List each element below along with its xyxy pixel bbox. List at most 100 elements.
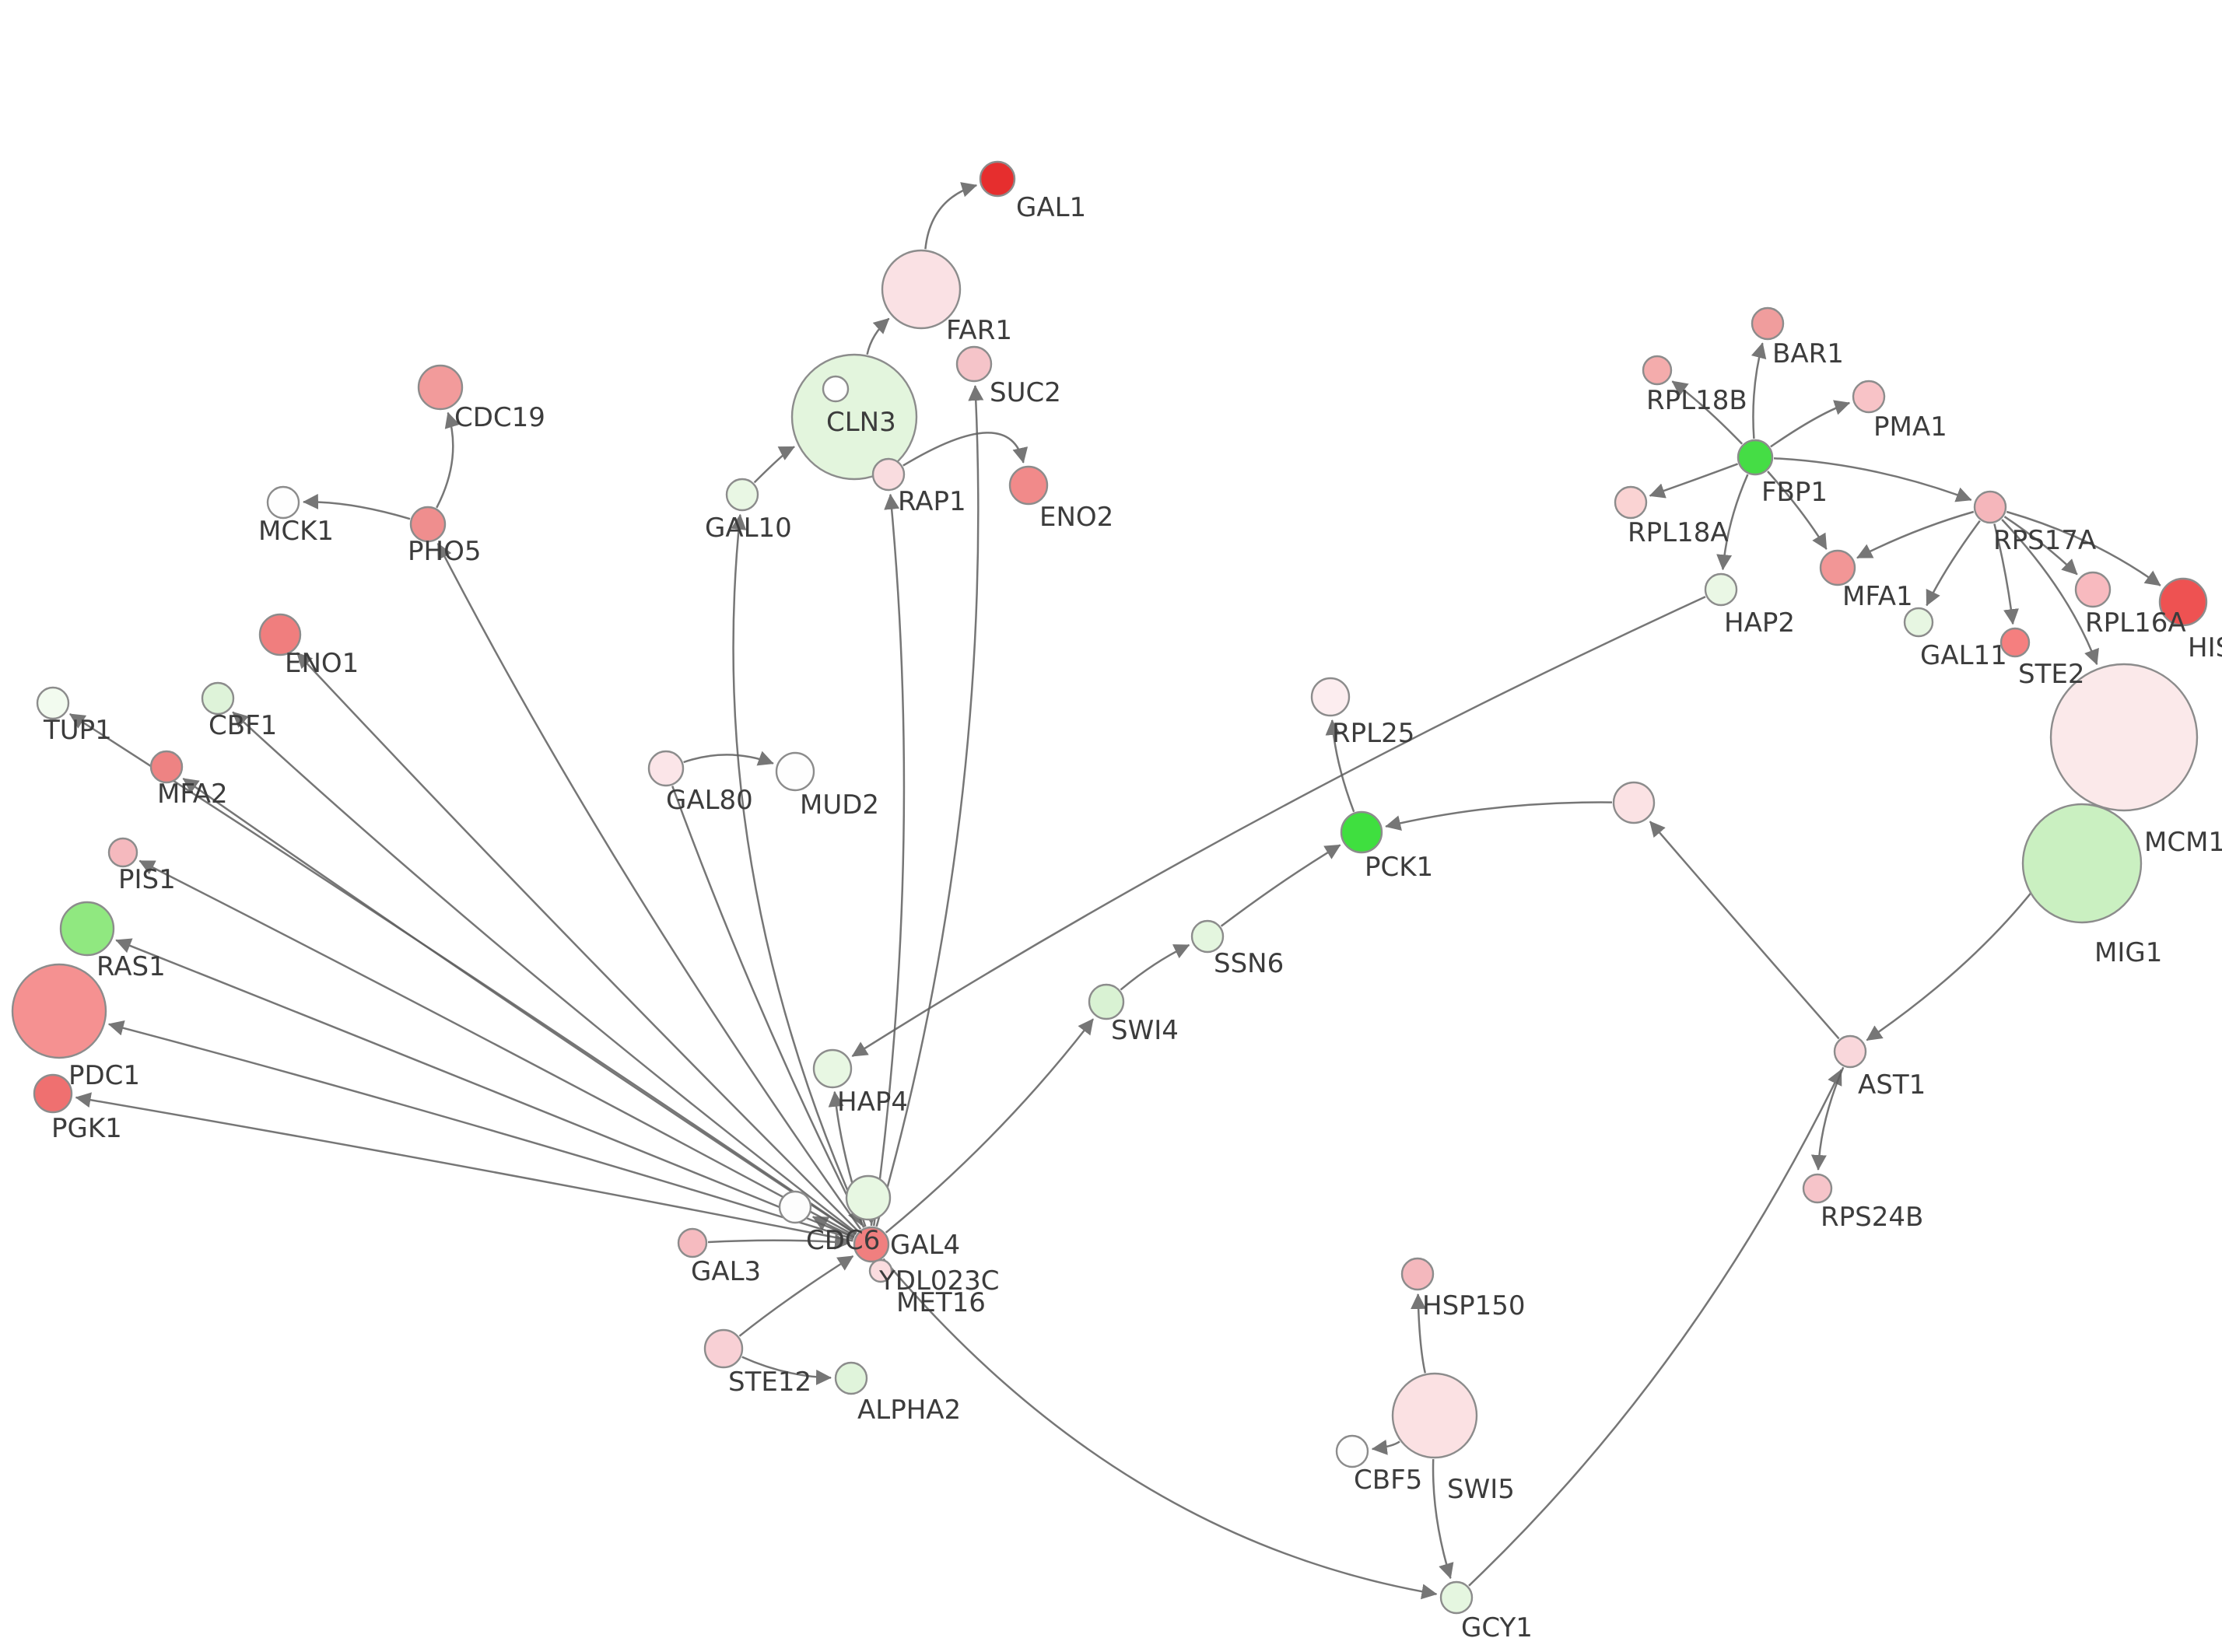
edge-SWI5-CBF5[interactable]: [1371, 1439, 1400, 1455]
gene-node-MIG1[interactable]: [2021, 803, 2143, 924]
edge-RPS17A-MFA1[interactable]: [1856, 510, 1975, 559]
gene-node-HSP150[interactable]: [1400, 1257, 1435, 1291]
edge-FBP1-RPL18A[interactable]: [1649, 463, 1739, 499]
edge-GAL80-MUD2[interactable]: [683, 751, 774, 766]
gene-node-BAR1[interactable]: [1751, 306, 1785, 341]
edge-SWI4-SSN6[interactable]: [1120, 943, 1190, 991]
gene-node-CBF1[interactable]: [201, 681, 235, 716]
edge-GAL4-SWI4[interactable]: [885, 1018, 1094, 1234]
edge-GAL4-PDC1[interactable]: [107, 1020, 854, 1241]
edge-AST1-UNL2[interactable]: [1649, 821, 1840, 1040]
edge-FBP1-RPL18B[interactable]: [1671, 380, 1744, 445]
edge-PHO5-CDC19[interactable]: [436, 411, 460, 509]
edge-FBP1-PMA1[interactable]: [1770, 400, 1851, 448]
edge-RPS17A-MCM1[interactable]: [2001, 519, 2099, 666]
gene-node-PHO5[interactable]: [409, 506, 447, 543]
gene-node-RAP1[interactable]: [871, 457, 906, 492]
gene-node-PMA1[interactable]: [1852, 380, 1886, 414]
gene-node-ENO1[interactable]: [258, 613, 302, 656]
gene-node-CBF5[interactable]: [1335, 1434, 1369, 1468]
gene-node-HAP2[interactable]: [1704, 572, 1738, 607]
edge-GAL4-PHO5[interactable]: [436, 542, 862, 1230]
edge-GAL4-PIS1[interactable]: [138, 859, 856, 1237]
edge-GCY1-AST1[interactable]: [1468, 1069, 1842, 1587]
gene-node-UNL1[interactable]: [822, 375, 850, 403]
gene-node-CDC6[interactable]: [778, 1190, 812, 1224]
gene-node-STE2[interactable]: [1999, 627, 2031, 658]
edge-PCK1-RPL25[interactable]: [1325, 719, 1355, 813]
gene-node-CDC19[interactable]: [417, 364, 464, 411]
gene-node-GAL4[interactable]: [853, 1226, 890, 1263]
gene-node-HAP4[interactable]: [812, 1048, 853, 1089]
gene-node-PIS1[interactable]: [107, 837, 138, 868]
gene-node-PCK1[interactable]: [1340, 810, 1383, 854]
edge-GAL4-PGK1[interactable]: [75, 1092, 853, 1242]
gene-node-GAL11[interactable]: [1903, 607, 1934, 638]
edge-GAL4-RAS1[interactable]: [115, 938, 855, 1239]
gene-node-SWI4[interactable]: [1088, 983, 1125, 1020]
gene-node-UNL2[interactable]: [1612, 781, 1656, 824]
edge-GAL80-GAL4[interactable]: [671, 786, 863, 1226]
gene-node-MUD2[interactable]: [775, 751, 815, 792]
gene-node-MET16[interactable]: [868, 1258, 893, 1283]
gene-node-RPS17A[interactable]: [1973, 490, 2007, 524]
gene-node-MFA2[interactable]: [149, 750, 184, 784]
gene-node-MCK1[interactable]: [266, 485, 300, 520]
edge-GAL4-ENO1[interactable]: [296, 652, 859, 1232]
edge-RPS17A-RPL16A[interactable]: [2003, 516, 2078, 576]
gene-node-ALPHA2[interactable]: [834, 1361, 868, 1395]
gene-node-GCY1[interactable]: [1439, 1580, 1474, 1615]
edge-FBP1-RPS17A[interactable]: [1773, 457, 1972, 502]
edge-GAL4-MFA2[interactable]: [182, 777, 857, 1235]
gene-node-PGK1[interactable]: [33, 1073, 73, 1114]
gene-node-STE12[interactable]: [703, 1328, 744, 1369]
edge-UNL2-PCK1[interactable]: [1385, 801, 1613, 831]
gene-node-PDC1[interactable]: [11, 963, 107, 1059]
gene-node-TUP1[interactable]: [36, 686, 70, 720]
gene-node-RPS24B[interactable]: [1802, 1173, 1833, 1204]
edge-RPS17A-STE2[interactable]: [1993, 523, 2019, 625]
gene-node-HIS4[interactable]: [2158, 577, 2208, 627]
gene-node-SUC2[interactable]: [955, 345, 993, 383]
edge-FBP1-HAP2[interactable]: [1716, 474, 1749, 571]
edge-FAR1-GAL1[interactable]: [924, 182, 978, 250]
edge-SWI5-HSP150[interactable]: [1411, 1293, 1427, 1374]
gene-node-RPL16A[interactable]: [2074, 571, 2112, 608]
gene-node-RAS1[interactable]: [59, 901, 115, 957]
gene-node-RPL18B[interactable]: [1642, 355, 1673, 386]
edge-STE12-ALPHA2[interactable]: [741, 1356, 832, 1385]
gene-node-GAL10[interactable]: [725, 478, 759, 512]
gene-node-FAR1[interactable]: [881, 249, 962, 330]
gene-node-SSN6[interactable]: [1190, 919, 1225, 954]
gene-node-YDL023C[interactable]: [845, 1174, 892, 1221]
edge-CLN3-FAR1[interactable]: [866, 317, 890, 355]
edge-RAP1-ENO2[interactable]: [902, 432, 1029, 467]
gene-node-GAL80[interactable]: [647, 750, 685, 787]
edge-GAL4-GAL10[interactable]: [731, 513, 865, 1228]
edge-GAL4-RAP1[interactable]: [872, 493, 906, 1227]
edge-FBP1-BAR1[interactable]: [1751, 342, 1767, 439]
edge-SSN6-PCK1[interactable]: [1220, 844, 1341, 927]
edge-GAL4-SUC2[interactable]: [875, 385, 984, 1227]
edge-PHO5-MCK1[interactable]: [303, 493, 411, 520]
gene-node-ENO2[interactable]: [1008, 465, 1049, 506]
edge-GAL4-GCY1[interactable]: [882, 1258, 1438, 1600]
gene-node-RPL18A[interactable]: [1614, 485, 1648, 520]
edge-GAL4-CDC6[interactable]: [811, 1216, 855, 1238]
edge-RPS17A-HIS4[interactable]: [2006, 510, 2161, 586]
edge-FBP1-MFA1[interactable]: [1767, 471, 1828, 550]
gene-node-MCM1[interactable]: [2049, 663, 2199, 812]
edge-STE12-GAL4[interactable]: [738, 1255, 854, 1337]
edge-GAL10-CLN3[interactable]: [753, 446, 795, 484]
edge-AST1-RPS24B[interactable]: [1810, 1066, 1845, 1171]
edge-GAL4-CBF1[interactable]: [232, 711, 857, 1234]
edge-GAL3-GAL4[interactable]: [707, 1234, 850, 1250]
edge-SWI5-GCY1[interactable]: [1432, 1458, 1454, 1580]
edge-RPS17A-GAL11[interactable]: [1926, 520, 1981, 607]
gene-node-FBP1[interactable]: [1737, 439, 1774, 476]
gene-node-GAL3[interactable]: [677, 1227, 708, 1258]
gene-node-AST1[interactable]: [1833, 1034, 1867, 1069]
edge-HAP2-HAP4[interactable]: [851, 596, 1706, 1058]
gene-node-RPL25[interactable]: [1310, 677, 1351, 717]
gene-node-GAL1[interactable]: [979, 160, 1016, 198]
